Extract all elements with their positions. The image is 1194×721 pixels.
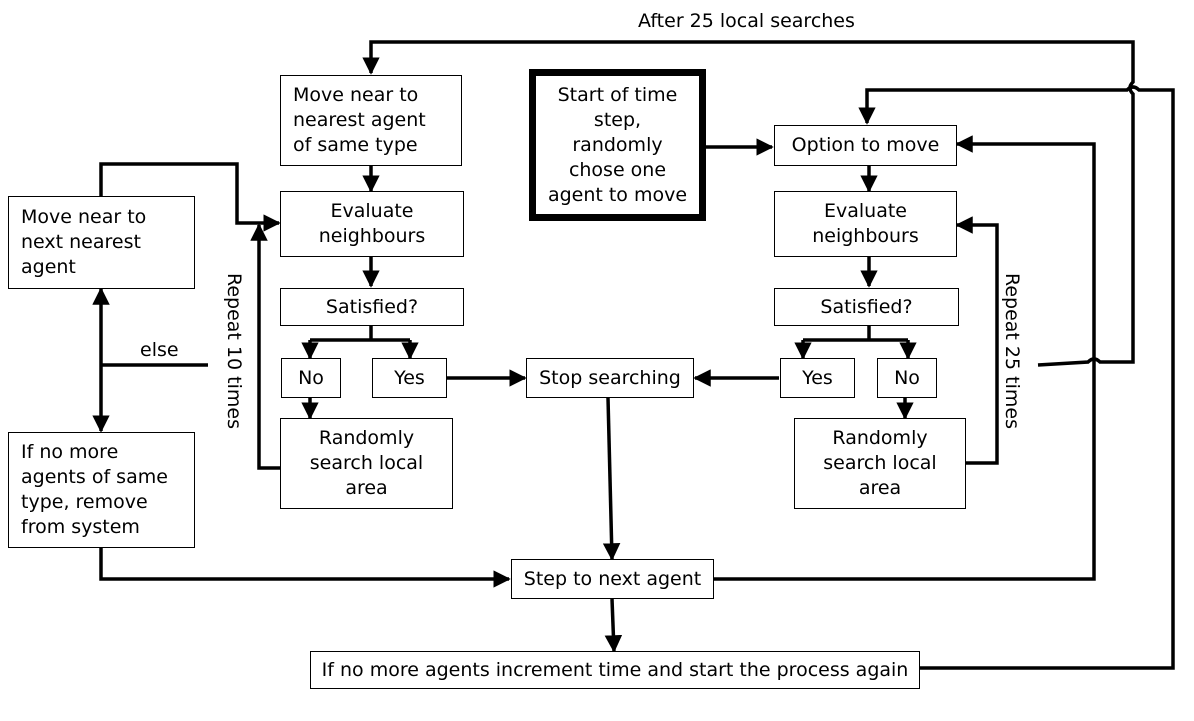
option-to-move-text: Option to move (791, 134, 940, 156)
stop-searching-text: Stop searching (539, 366, 681, 389)
move-next-nearest-text: Move near to next nearest agent (21, 206, 147, 278)
arrow-step-to-option (713, 135, 1096, 581)
step-next-agent-box: Step to next agent (511, 559, 714, 599)
final-text: If no more agents increment time and sta… (321, 658, 909, 681)
arrow-repeat-10 (250, 223, 280, 470)
remove-agent-box: If no more agents of same type, remove f… (8, 432, 195, 548)
start-text: Start of time step, randomly chose one a… (547, 83, 688, 206)
arrow-stop-to-step (602, 397, 621, 561)
satisfied-right-box: Satisfied? (774, 288, 959, 326)
yes-left-text: Yes (394, 366, 425, 389)
yes-right-box: Yes (780, 358, 855, 398)
connector-satisfied-split-left (310, 326, 410, 342)
arrow-repeat-25 (955, 216, 999, 465)
evaluate-right-box: Evaluate neighbours (774, 191, 957, 257)
move-next-nearest-box: Move near to next nearest agent (8, 196, 195, 289)
evaluate-right-text: Evaluate neighbours (812, 200, 919, 247)
random-search-left-text: Randomly search local area (309, 427, 424, 499)
move-nearest-text: Move near to nearest agent of same type (293, 84, 426, 156)
arrow-remove-to-step (99, 548, 511, 588)
else-label: else (140, 339, 179, 361)
evaluate-left-text: Evaluate neighbours (318, 200, 426, 247)
start-box: Start of time step, randomly chose one a… (529, 69, 706, 221)
no-left-box: No (281, 358, 341, 398)
no-right-text: No (894, 366, 920, 389)
yes-right-text: Yes (802, 366, 833, 389)
arrow-step-to-final (604, 598, 623, 653)
repeat-10-label: Repeat 10 times (223, 273, 245, 429)
after-25-label: After 25 local searches (638, 10, 855, 32)
random-search-right-text: Randomly search local area (823, 427, 937, 499)
no-left-text: No (298, 366, 324, 389)
satisfied-left-box: Satisfied? (280, 288, 464, 326)
yes-left-box: Yes (372, 358, 447, 398)
no-right-box: No (877, 358, 937, 398)
random-search-right-box: Randomly search local area (794, 418, 966, 509)
random-search-left-box: Randomly search local area (280, 418, 453, 509)
move-nearest-box: Move near to nearest agent of same type (280, 75, 462, 166)
evaluate-left-box: Evaluate neighbours (280, 191, 464, 257)
satisfied-right-text: Satisfied? (820, 295, 913, 318)
arrow-after-25-loop (362, 40, 1135, 367)
option-to-move-box: Option to move (774, 125, 957, 166)
step-next-agent-text: Step to next agent (523, 567, 702, 590)
final-box: If no more agents increment time and sta… (310, 651, 920, 689)
repeat-25-label: Repeat 25 times (1001, 273, 1023, 429)
stop-searching-box: Stop searching (526, 358, 694, 398)
arrow-final-to-option (858, 85, 1175, 670)
arrow-next-nearest-to-evaluate (99, 162, 281, 232)
satisfied-left-text: Satisfied? (325, 295, 419, 318)
remove-agent-text: If no more agents of same type, remove f… (21, 441, 168, 538)
connector-satisfied-split-right (803, 326, 908, 342)
